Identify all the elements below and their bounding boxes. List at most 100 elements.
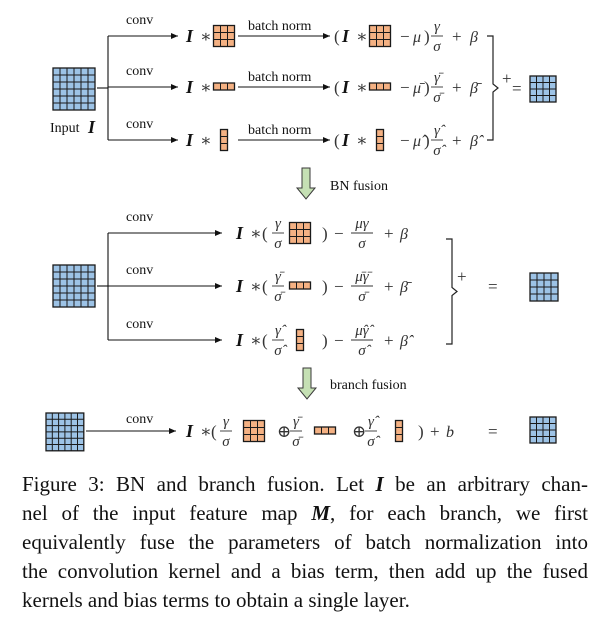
stage2-branch-1-rparen: ) — [322, 224, 328, 243]
stage1-branch-2-kernel2 — [368, 82, 392, 91]
stage2-branch-2-mugamma-over-sigma-numerator: μ̄γ̄ — [354, 269, 372, 285]
stage1-branch-1-minus: − — [400, 27, 410, 46]
stage2-branch-1-kernel — [288, 221, 312, 245]
stage2-branch-1-mugamma-over-sigma-numerator: μγ — [354, 216, 370, 232]
stage3-term-2-gamma-over-sigma-denominator: σ̄ — [292, 434, 303, 450]
stage1-branch-3-gamma-over-sigma-denominator: σ̂ — [433, 143, 446, 159]
stage3-term-3-kernel-frame — [394, 419, 404, 443]
stage1-branch-1-bn-label: batch norm — [248, 19, 311, 34]
stage1-branch-2-gamma-over-sigma-denominator: σ̄ — [433, 90, 444, 106]
stage3-input-grid — [45, 412, 85, 452]
stage2-branch-2-gamma-over-sigma-numerator: γ̄ — [275, 269, 285, 285]
stage2-output-grid — [529, 272, 559, 302]
stage3-term-3-oplus: ⊕ — [352, 422, 366, 441]
stage1-branch-2-beta: β̄ — [469, 80, 482, 97]
stage2-branch-2-kernel — [288, 281, 312, 290]
caption-line-1: Figure 3: BN and branch fusion. Let I be… — [22, 472, 588, 496]
stage2-branch-2-kernel-frame — [288, 281, 312, 290]
stage3-term-2-oplus: ⊕ — [277, 422, 291, 441]
stage1-branch-2-I2: I — [341, 77, 350, 97]
stage2-branch-2-rparen: ) — [322, 277, 328, 296]
stage3-term-3-kernel — [394, 419, 404, 443]
stage3-plus: + — [430, 422, 440, 441]
stage3-term-2-gamma-over-sigma: γ̄σ̄ — [290, 414, 304, 450]
stage1-branch-3-plus: + — [452, 131, 462, 150]
stage2-sum-brace — [446, 238, 458, 345]
stage1-branch-2-kernel — [212, 82, 236, 91]
stage1-branch-2-conv-label: conv — [126, 64, 153, 79]
stage1-branch-2-plus: + — [452, 78, 462, 97]
stage2-branch-3-mugamma-over-sigma-denominator: σ̂ — [358, 343, 371, 359]
stage2-branch-3-mugamma-over-sigma-numerator: μ̂γ̂ — [354, 323, 374, 339]
stage3-term-3-gamma-over-sigma-denominator: σ̂ — [367, 434, 380, 450]
stage3-I: I — [185, 421, 194, 441]
stage2-branch-3-lparen: ( — [262, 331, 268, 350]
stage3-conv-label: conv — [126, 412, 153, 427]
stage2-branch-1-plus: + — [384, 224, 394, 243]
stage1-branch-1-kernel2 — [368, 24, 392, 48]
stage1-branch-3-bn-label: batch norm — [248, 123, 311, 138]
stage3-lparen: ( — [211, 422, 217, 441]
stage1-branch-3-gamma-over-sigma: γ̂ σ̂ — [431, 123, 447, 159]
stage1-branch-1-I: I — [185, 26, 194, 46]
branch-fusion-arrow — [296, 367, 318, 400]
stage3-equals: = — [488, 422, 498, 441]
stage1-branch-1-kernel2-frame — [368, 24, 392, 48]
stage1-branch-3-star: ∗ — [200, 131, 212, 150]
stage3-rparen: ) — [418, 422, 424, 441]
stage2-branch-2-gamma-over-sigma-denominator: σ̄ — [274, 289, 285, 305]
stage1-branch-2-minus: − — [400, 78, 410, 97]
stage3-term-1-kernel — [242, 419, 266, 443]
bn-fusion-arrow — [295, 167, 317, 200]
stage2-branch-1-mugamma-over-sigma-denominator: σ — [358, 236, 366, 252]
stage3-term-3-gamma-over-sigma-numerator: γ̂ — [368, 414, 380, 430]
stage1-output-grid — [529, 75, 557, 103]
stage1-branch-1-mu: μ — [412, 29, 421, 46]
stage2-input-grid — [52, 264, 96, 308]
stage1-branch-2-bn-label: batch norm — [248, 70, 311, 85]
stage1-branch-2-star2: ∗ — [356, 78, 368, 97]
stage1-branch-2-kernel-frame — [212, 82, 236, 91]
stage2-branch-2-conv-label: conv — [126, 263, 153, 278]
symbol-I: I — [375, 472, 384, 496]
stage1-branch-2-kernel2-frame — [368, 82, 392, 91]
input-symbol-I: I — [87, 117, 96, 137]
symbol-M: M — [311, 501, 330, 525]
stage1-branch-3-conv-label: conv — [126, 117, 153, 132]
stage1-branch-3-rparen: ) — [424, 131, 430, 150]
stage2-branch-2-gamma-over-sigma: γ̄ σ̄ — [272, 269, 286, 305]
stage1-sum-plus: + — [502, 69, 512, 88]
stage2-branch-3-gamma-over-sigma-numerator: γ̂ — [275, 323, 287, 339]
stage2-branch-3-kernel — [295, 328, 305, 352]
stage1-branch-3-I2: I — [341, 130, 350, 150]
input-feature-map-grid — [52, 67, 96, 111]
stage3-term-2-kernel — [313, 426, 337, 435]
stage3-bias: b — [446, 424, 454, 441]
caption-line-4: the convolution kernel and a bias term, … — [22, 559, 588, 583]
stage1-branch-1-lparen: ( — [334, 27, 340, 46]
stage3-term-1-gamma-over-sigma: γσ — [220, 414, 232, 450]
stage1-branch-1-beta: β — [469, 29, 478, 46]
caption-line-5: kernels and bias terms to obtain a singl… — [22, 588, 410, 612]
stage1-branch-1-I2: I — [341, 26, 350, 46]
stage1-branch-1-star: ∗ — [200, 27, 212, 46]
stage2-branch-3-I: I — [235, 330, 244, 350]
stage2-branch-1-I: I — [235, 223, 244, 243]
stage2-branch-2-mugamma-over-sigma-denominator: σ̄ — [358, 289, 369, 305]
stage2-branch-3-star: ∗ — [250, 331, 262, 350]
branch-fusion-label: branch fusion — [330, 378, 407, 393]
stage1-branch-3-gamma-over-sigma-numerator: γ̂ — [434, 123, 446, 139]
stage2-branch-1-beta: β — [399, 226, 408, 243]
stage2-branch-2-I: I — [235, 276, 244, 296]
stage1-branch-2-rparen: ) — [424, 78, 430, 97]
stage1-branch-1-gamma-over-sigma: γσ — [431, 19, 443, 55]
bn-fusion-label: BN fusion — [330, 179, 388, 194]
stage2-branch-1-minus: − — [334, 224, 344, 243]
stage2-branch-1-star: ∗ — [250, 224, 262, 243]
stage1-branch-2-I: I — [185, 77, 194, 97]
stage2-branch-2-star: ∗ — [250, 277, 262, 296]
stage2-branch-1-mugamma-over-sigma: μγ σ — [351, 216, 373, 252]
stage2-branch-1-conv-label: conv — [126, 210, 153, 225]
stage1-branch-3-kernel-frame — [219, 128, 229, 152]
stage2-branch-1-gamma-over-sigma-numerator: γ — [275, 216, 282, 232]
